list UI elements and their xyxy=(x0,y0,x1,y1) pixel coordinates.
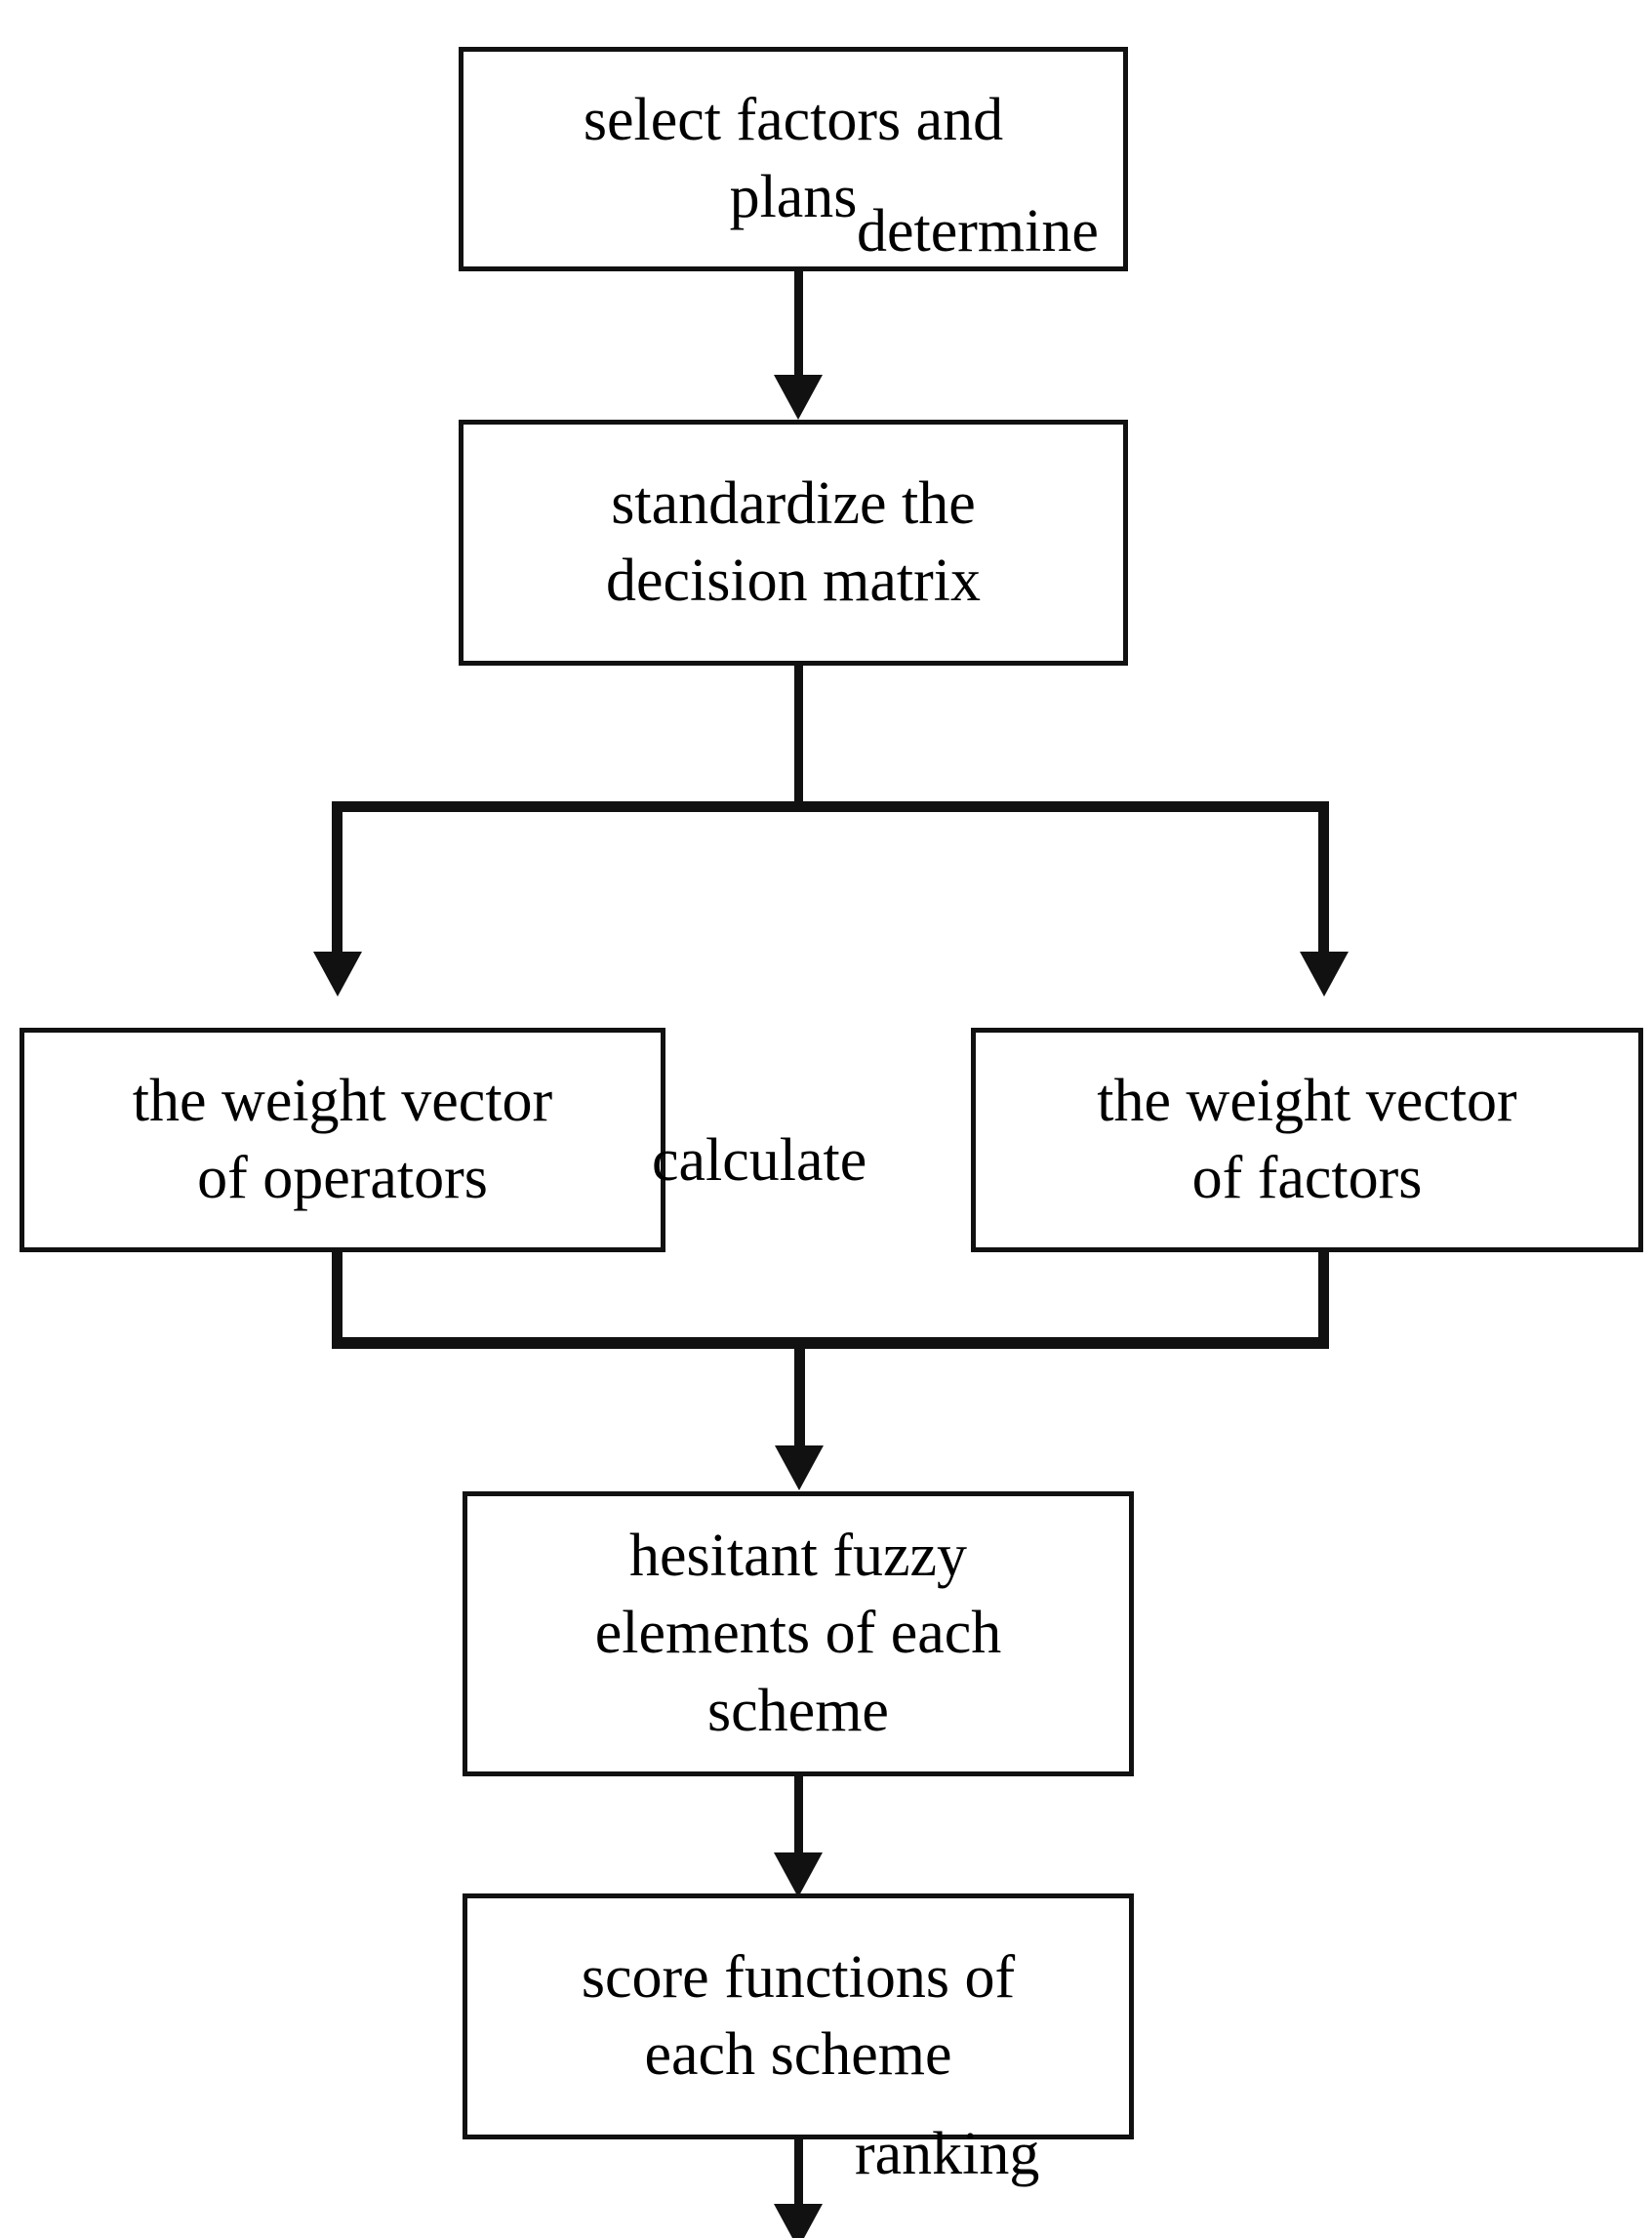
edge-arrowhead-n2-n3 xyxy=(313,952,362,997)
node-label: hesitant fuzzy elements of each scheme xyxy=(594,1522,1002,1744)
node-select-factors-and-plans[interactable]: select factors and plans xyxy=(459,47,1128,271)
edge-arrowhead-merge-n5 xyxy=(775,1445,824,1490)
edge-label-determine: determine xyxy=(857,198,1099,264)
edge-line-split-bar xyxy=(332,801,1329,812)
edge-line-split-right-drop xyxy=(1318,801,1329,956)
node-label: score functions of each scheme xyxy=(581,1943,1016,2088)
node-the-weight-vector-of-factors[interactable]: the weight vector of factors xyxy=(971,1028,1643,1252)
edge-arrowhead-n1-n2 xyxy=(774,375,823,420)
node-label: the weight vector of factors xyxy=(1097,1067,1517,1211)
node-label: select factors and plans xyxy=(583,86,1004,230)
edge-line-n5-n6 xyxy=(794,1776,803,1862)
edge-label-ranking: ranking xyxy=(855,2121,1040,2187)
edge-line-merge-bar xyxy=(332,1337,1329,1349)
edge-arrowhead-n5-n6 xyxy=(774,1852,823,1897)
node-hesitant-fuzzy-elements-of-each-scheme[interactable]: hesitant fuzzy elements of each scheme xyxy=(463,1491,1134,1776)
edge-arrowhead-n2-n4 xyxy=(1300,952,1349,997)
edge-label-calculate: calculate xyxy=(652,1127,867,1194)
node-the-weight-vector-of-operators[interactable]: the weight vector of operators xyxy=(20,1028,665,1252)
node-label: standardize the decision matrix xyxy=(606,469,981,614)
node-standardize-the-decision-matrix[interactable]: standardize the decision matrix xyxy=(459,420,1128,666)
node-label: the weight vector of operators xyxy=(132,1067,553,1211)
edge-line-n3-merge-drop xyxy=(332,1252,342,1348)
node-score-functions-of-each-scheme[interactable]: score functions of each scheme xyxy=(463,1893,1134,2139)
edge-line-n1-n2 xyxy=(794,271,803,377)
edge-line-merge-stem xyxy=(794,1345,805,1450)
edge-line-n4-merge-drop xyxy=(1318,1252,1329,1348)
edge-line-split-left-drop xyxy=(332,801,342,956)
edge-line-n6-n7 xyxy=(794,2134,803,2219)
edge-arrowhead-n6-n7 xyxy=(774,2204,823,2238)
edge-line-n2-split-stem xyxy=(794,666,803,810)
